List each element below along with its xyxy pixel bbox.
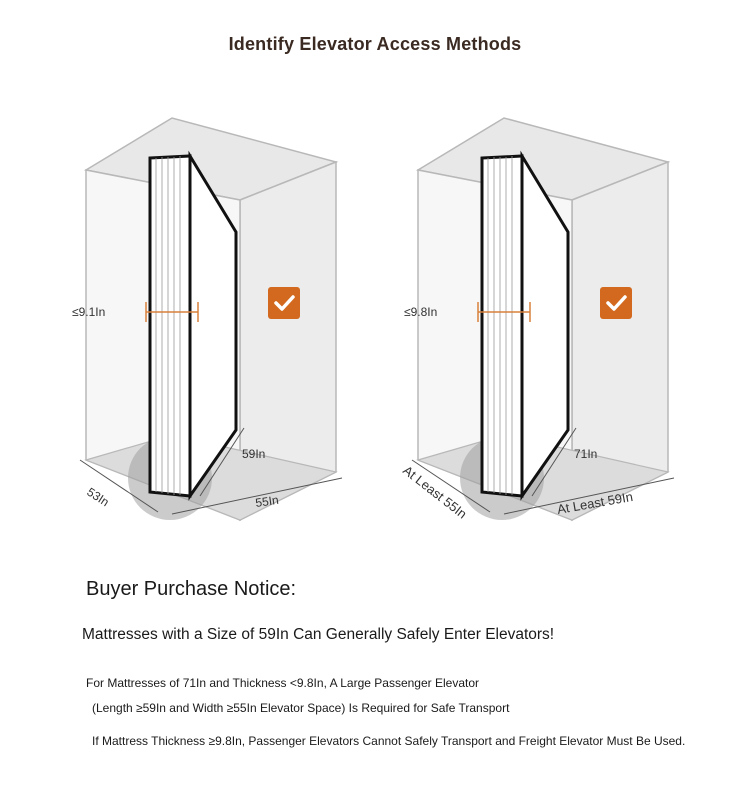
length-label: 55In <box>254 493 279 510</box>
notice-detail-1: For Mattresses of 71In and Thickness <9.… <box>86 676 479 690</box>
notice-title: Buyer Purchase Notice: <box>86 578 297 600</box>
elevator-diagram-left: ≤9.1In 59In 53In 55In <box>72 117 343 522</box>
width-dimension <box>199 427 245 497</box>
width-label: 71In <box>574 447 597 461</box>
length-dimension <box>171 477 343 515</box>
depth-dimension <box>79 459 159 513</box>
checkmark-icon <box>268 287 300 319</box>
width-dimension <box>531 427 577 497</box>
notice-detail-2: (Length ≥59In and Width ≥55In Elevator S… <box>92 701 510 715</box>
thickness-label: ≤9.1In <box>72 305 105 319</box>
notice-detail-3: If Mattress Thickness ≥9.8In, Passenger … <box>92 734 686 748</box>
mattress <box>480 150 570 501</box>
notice-main-text: Mattresses with a Size of 59In Can Gener… <box>82 626 555 643</box>
thickness-dimension <box>477 302 531 322</box>
mattress <box>148 150 238 501</box>
depth-label: 53In <box>84 485 111 509</box>
checkmark-icon <box>600 287 632 319</box>
thickness-dimension <box>145 302 199 322</box>
page-title: Identify Elevator Access Methods <box>228 34 522 54</box>
length-dimension <box>503 477 675 515</box>
elevator-diagram-right: ≤9.8In 71In At Least 55In At Least 59In <box>400 117 675 522</box>
depth-dimension <box>411 459 491 513</box>
width-label: 59In <box>242 447 265 461</box>
thickness-label: ≤9.8In <box>404 305 437 319</box>
